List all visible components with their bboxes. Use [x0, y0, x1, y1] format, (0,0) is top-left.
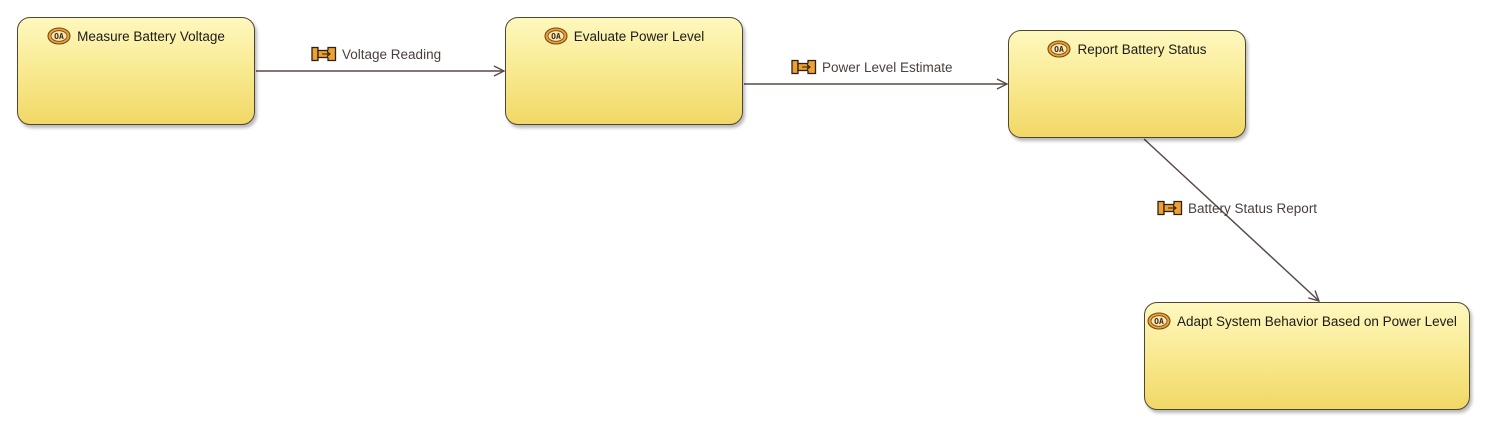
functional-exchange-icon [311, 46, 337, 62]
node-report-battery-status[interactable]: OA Report Battery Status [1008, 30, 1246, 138]
node-adapt-system-behavior[interactable]: OA Adapt System Behavior Based on Power … [1144, 302, 1470, 410]
functional-exchange-icon [791, 59, 817, 75]
node-title: Report Battery Status [1077, 41, 1207, 57]
svg-text:OA: OA [54, 32, 64, 41]
svg-text:OA: OA [1055, 45, 1065, 54]
operational-activity-icon: OA [544, 27, 568, 45]
edge-label-power-level-estimate[interactable]: Power Level Estimate [791, 59, 953, 75]
svg-text:OA: OA [1154, 317, 1164, 326]
node-header: OA Report Battery Status [1009, 40, 1245, 58]
node-measure-battery-voltage[interactable]: OA Measure Battery Voltage [17, 17, 255, 125]
edge-line-battery-status-report[interactable] [1143, 138, 1319, 301]
operational-activity-icon: OA [1147, 312, 1171, 330]
node-title: Measure Battery Voltage [77, 28, 225, 44]
node-header: OA Measure Battery Voltage [18, 27, 254, 45]
node-header: OA Evaluate Power Level [506, 27, 742, 45]
svg-text:OA: OA [551, 32, 561, 41]
node-header: OA Adapt System Behavior Based on Power … [1145, 312, 1469, 330]
edge-label-battery-status-report[interactable]: Battery Status Report [1157, 200, 1317, 216]
functional-exchange-icon [1157, 200, 1183, 216]
edge-label-text: Voltage Reading [342, 46, 442, 62]
edge-label-text: Battery Status Report [1188, 200, 1318, 216]
edge-label-text: Power Level Estimate [822, 59, 953, 75]
node-title: Adapt System Behavior Based on Power Lev… [1177, 313, 1457, 329]
node-evaluate-power-level[interactable]: OA Evaluate Power Level [505, 17, 743, 125]
edge-label-voltage-reading[interactable]: Voltage Reading [311, 46, 441, 62]
operational-activity-icon: OA [1047, 40, 1072, 58]
node-title: Evaluate Power Level [573, 28, 705, 44]
operational-activity-icon: OA [47, 27, 71, 45]
